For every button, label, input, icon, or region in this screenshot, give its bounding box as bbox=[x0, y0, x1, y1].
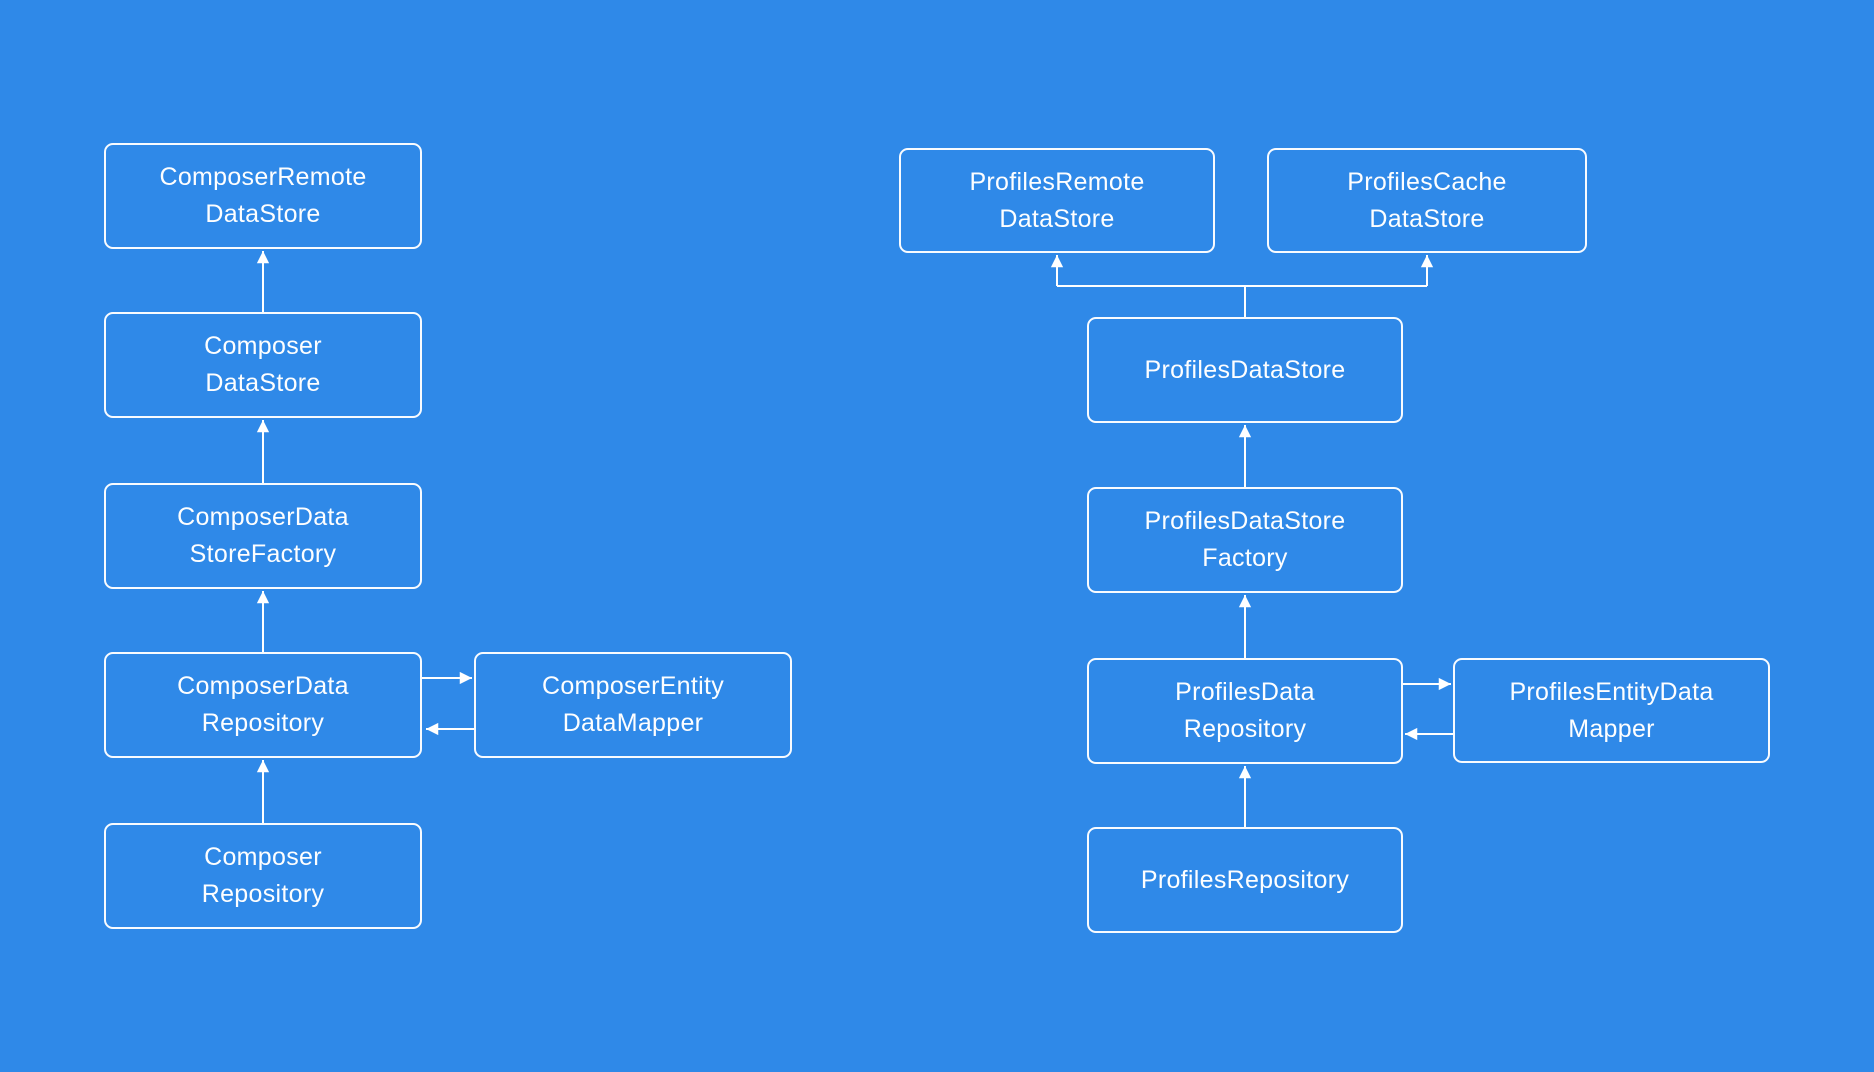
node-composer-repository: Composer Repository bbox=[104, 823, 422, 929]
node-profiles-data-repository: ProfilesData Repository bbox=[1087, 658, 1403, 764]
node-profiles-cache-data-store: ProfilesCache DataStore bbox=[1267, 148, 1587, 253]
node-composer-data-store-factory: ComposerData StoreFactory bbox=[104, 483, 422, 589]
node-composer-data-repository: ComposerData Repository bbox=[104, 652, 422, 758]
node-composer-entity-data-mapper: ComposerEntity DataMapper bbox=[474, 652, 792, 758]
node-profiles-remote-data-store: ProfilesRemote DataStore bbox=[899, 148, 1215, 253]
node-profiles-data-store-factory: ProfilesDataStore Factory bbox=[1087, 487, 1403, 593]
node-profiles-entity-data-mapper: ProfilesEntityData Mapper bbox=[1453, 658, 1770, 763]
node-composer-data-store: Composer DataStore bbox=[104, 312, 422, 418]
node-composer-remote-data-store: ComposerRemote DataStore bbox=[104, 143, 422, 249]
node-profiles-repository: ProfilesRepository bbox=[1087, 827, 1403, 933]
connector-profilesdatastore-branch bbox=[1057, 285, 1427, 317]
node-profiles-data-store: ProfilesDataStore bbox=[1087, 317, 1403, 423]
